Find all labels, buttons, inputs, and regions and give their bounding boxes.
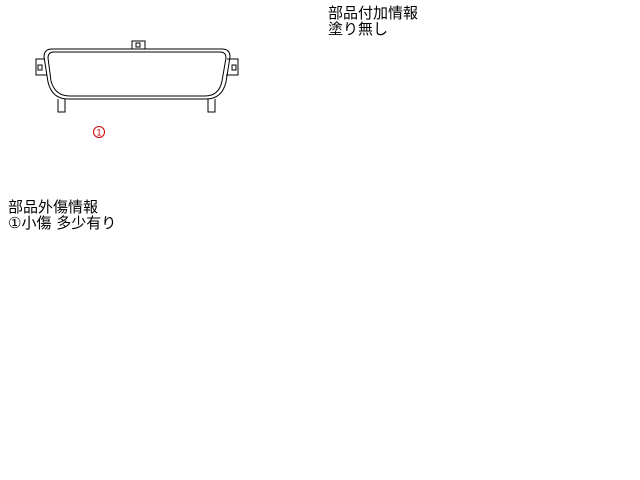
damage-marker: 1: [92, 124, 106, 138]
extra-info-heading: 部品付加情報: [328, 4, 419, 22]
damage-info-heading: 部品外傷情報: [8, 198, 99, 216]
damage-info-block: 部品外傷情報 ①小傷 多少有り: [8, 199, 116, 231]
damage-marker-circle: [93, 126, 105, 138]
extra-info-block: 部品付加情報 塗り無し: [328, 5, 418, 37]
damage-info-value: ①小傷 多少有り: [8, 214, 117, 232]
damage-marker-number: 1: [96, 128, 101, 138]
extra-info-value: 塗り無し: [328, 20, 389, 38]
part-diagram: [35, 40, 239, 113]
